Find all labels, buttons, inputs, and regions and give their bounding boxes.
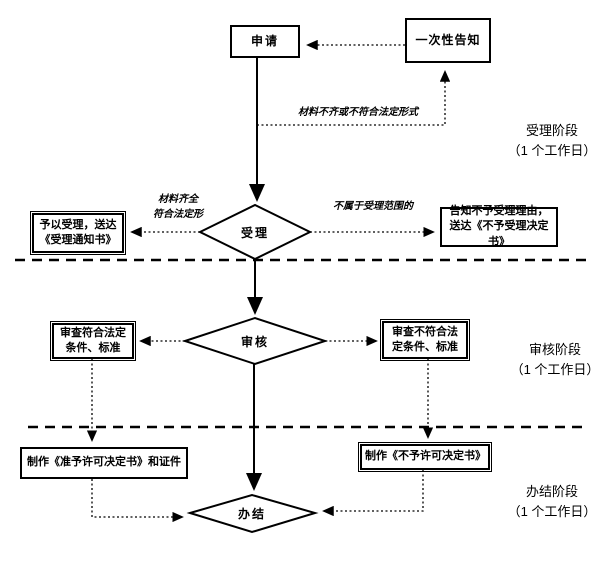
edge-license-to-finish — [91, 479, 184, 523]
stage-completion-duration: （1 个工作日） — [507, 504, 597, 520]
accept-diamond — [197, 203, 313, 261]
edge-label-out-of-scope: 不属于受理范围的 — [333, 201, 413, 212]
review-fail-box: 审查不符合法定条件、标准 — [380, 319, 470, 361]
accept-granted-box: 予以受理，送达《受理通知书》 — [30, 211, 126, 255]
make-license-box: 制作《准予许可决定书》和证件 — [20, 447, 188, 479]
edge-label-materials-incomplete: 材料不齐或不符合法定形式 — [298, 107, 418, 118]
edge-label-materials-complete-line2: 符合法定形 — [153, 209, 203, 220]
edge-label-materials-complete-line1: 材料齐全 — [158, 194, 198, 205]
edge-denial-to-finish — [322, 470, 424, 517]
review-diamond-label: 审核 — [240, 335, 269, 349]
finish-diamond — [186, 493, 319, 534]
stage-completion-name: 办结阶段 — [525, 484, 578, 499]
stage-acceptance-duration: （1 个工作日） — [507, 143, 597, 159]
make-denial-box: 制作《不予许可决定书》 — [358, 442, 492, 472]
review-diamond — [181, 316, 329, 366]
stage-label-completion: 办结阶段 （1 个工作日） — [500, 482, 604, 522]
stage-label-review: 审核阶段 （1 个工作日） — [503, 340, 605, 380]
stage-label-acceptance: 受理阶段 （1 个工作日） — [500, 121, 604, 161]
edge-label-materials-complete: 材料齐全 符合法定形 — [138, 192, 218, 222]
stage-acceptance-name: 受理阶段 — [525, 123, 578, 138]
accept-denied-box: 告知不予受理理由，送达《不予受理决定书》 — [440, 205, 558, 248]
apply-box: 申请 — [230, 25, 300, 58]
one-time-notice-box: 一次性告知 — [405, 18, 491, 63]
finish-diamond-label: 办结 — [237, 507, 266, 521]
stage-review-name: 审核阶段 — [528, 342, 581, 357]
stage-review-duration: （1 个工作日） — [510, 362, 600, 378]
accept-diamond-label: 受理 — [240, 226, 269, 240]
review-pass-box: 审查符合法定条件、标准 — [50, 321, 136, 361]
